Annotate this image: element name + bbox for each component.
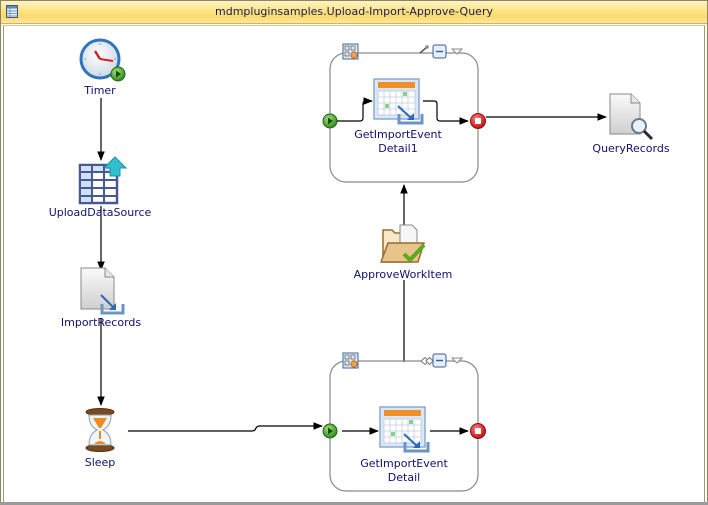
node-import-label: ImportRecords	[61, 316, 142, 329]
group-bottom-label-line2: Detail	[388, 471, 420, 484]
folder-check-icon	[379, 224, 426, 263]
node-upload-label: UploadDataSource	[49, 206, 152, 219]
calendar-import-icon	[379, 406, 430, 453]
node-upload-data-source[interactable]: UploadDataSource	[49, 156, 152, 219]
document-search-icon	[609, 93, 654, 141]
group-bottom-start-event[interactable]	[322, 423, 338, 439]
group-get-import-event-detail[interactable]: GetImportEvent Detail	[322, 352, 486, 492]
node-sleep-label: Sleep	[85, 456, 116, 469]
menu-dropdown-icon[interactable]	[450, 48, 464, 55]
editor-titlebar[interactable]: mdmpluginsamples.Upload-Import-Approve-Q…	[1, 1, 707, 24]
document-import-icon	[80, 267, 125, 315]
pin-icon[interactable]	[419, 45, 429, 54]
node-sleep[interactable]: Sleep	[85, 408, 116, 470]
connection-anchor-icon[interactable]	[420, 356, 434, 366]
node-query-label: QueryRecords	[592, 142, 669, 155]
calendar-import-icon	[373, 78, 424, 125]
group-top-edge-out[interactable]	[423, 100, 469, 125]
editor-title: mdmpluginsamples.Upload-Import-Approve-Q…	[215, 5, 493, 18]
diagram-canvas[interactable]	[3, 25, 705, 502]
node-timer-label: Timer	[83, 84, 116, 97]
node-import-records[interactable]: ImportRecords	[61, 267, 142, 329]
group-get-import-event-detail1[interactable]: GetImportEvent Detail1	[322, 43, 486, 183]
node-timer[interactable]: Timer	[79, 38, 126, 97]
table-icon	[6, 5, 18, 18]
edge-sleep-group-bottom[interactable]	[128, 422, 323, 432]
collapse-button[interactable]	[432, 353, 447, 368]
node-approve-label: ApproveWorkItem	[354, 268, 453, 281]
group-bottom-label-line1: GetImportEvent	[360, 457, 448, 470]
group-top-start-event[interactable]	[322, 113, 338, 129]
group-bottom-type-icon[interactable]	[342, 352, 359, 369]
table-upload-icon	[78, 156, 128, 205]
group-top-label-line2: Detail1	[378, 142, 417, 155]
node-approve-work-item[interactable]: ApproveWorkItem	[354, 224, 453, 281]
menu-dropdown-icon[interactable]	[450, 357, 464, 364]
collapse-button[interactable]	[432, 44, 447, 59]
group-top-end-event[interactable]	[470, 113, 486, 129]
node-query-records[interactable]: QueryRecords	[592, 93, 670, 155]
group-top-edge-in[interactable]	[337, 97, 373, 122]
group-bottom-end-event[interactable]	[470, 423, 486, 439]
connectors	[97, 98, 607, 432]
group-top-type-icon[interactable]	[342, 43, 359, 60]
bottom-edge	[0, 502, 708, 505]
group-top-label-line1: GetImportEvent	[354, 128, 442, 141]
hourglass-icon	[85, 408, 115, 452]
clock-start-icon	[79, 38, 126, 82]
